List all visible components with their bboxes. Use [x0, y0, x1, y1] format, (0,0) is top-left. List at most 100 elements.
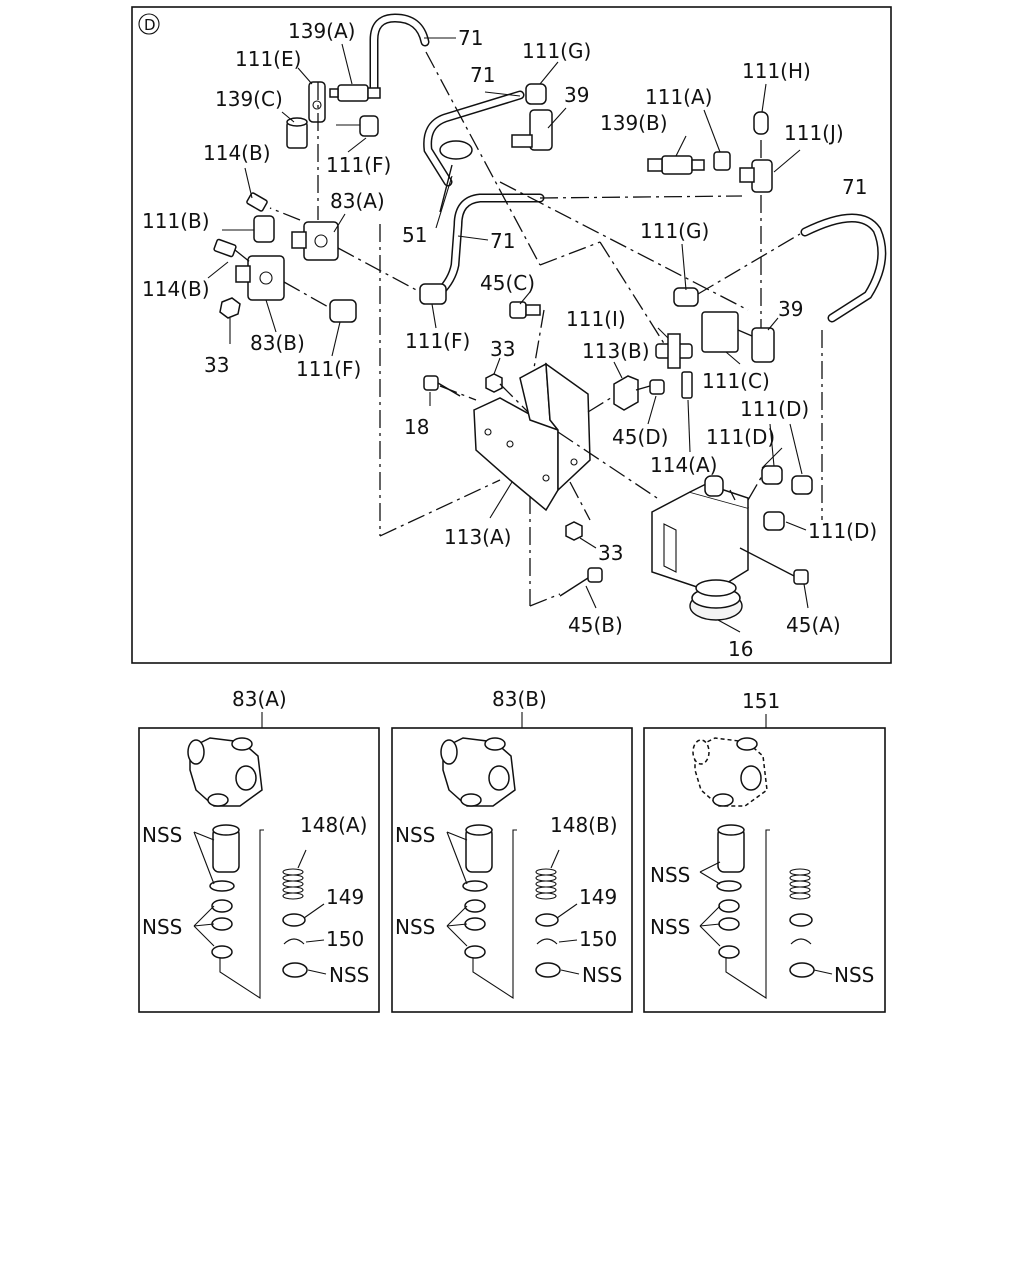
- detail-panel-83a: 83(A): [138, 687, 380, 1013]
- label-45b: 45(B): [568, 613, 623, 637]
- main-labels: 139(A) 71 111(E) 111(G) 71 139(C) 39 111…: [142, 19, 877, 661]
- label-18: 18: [404, 415, 429, 439]
- o-ring: [462, 880, 488, 892]
- fitting-114b-top: [246, 192, 268, 212]
- pipe-71-right: [800, 213, 887, 323]
- piston: [717, 824, 745, 873]
- label-150: 150: [579, 927, 617, 951]
- fitting-111g-top: [525, 83, 547, 105]
- detail-title: 83(A): [232, 687, 287, 711]
- washer-149: [282, 913, 306, 927]
- fitting-111f-mid: [419, 283, 447, 305]
- fitting-111c: [701, 311, 739, 353]
- label-111a: 111(A): [645, 85, 712, 109]
- label-114b-bot: 114(B): [142, 277, 210, 301]
- fitting-111b: [253, 215, 275, 243]
- label-111d-2: 111(D): [706, 425, 775, 449]
- piston: [465, 824, 493, 873]
- label-111h: 111(H): [742, 59, 811, 83]
- fitting-139b: [647, 155, 705, 175]
- fitting-111f-top: [336, 115, 379, 137]
- nut-33-b: [565, 521, 583, 541]
- fitting-139c: [286, 117, 308, 149]
- bolt-18: [423, 375, 461, 397]
- bracket-113a: [473, 362, 591, 512]
- detail-panel-83b: 83(B): [391, 687, 633, 1013]
- fitting-111a: [713, 151, 731, 171]
- detail-panel-151: 151: [643, 689, 886, 1013]
- spring: [282, 868, 304, 900]
- nss-mid: NSS: [650, 915, 690, 939]
- valve-83a: [291, 221, 339, 261]
- snap-ring-150: [536, 938, 558, 945]
- clamp-51: [439, 140, 473, 213]
- label-111j: 111(J): [784, 121, 844, 145]
- bolt-45d: [649, 379, 665, 395]
- view-marker: D: [144, 16, 156, 34]
- nut-33-a: [485, 373, 503, 393]
- fitting-114a: [681, 371, 693, 399]
- o-ring: [716, 880, 742, 892]
- fitting-39-mid: [751, 327, 775, 363]
- label-71-right: 71: [842, 175, 867, 199]
- fitting-111f-bot: [329, 299, 357, 323]
- detail-title: 83(B): [492, 687, 547, 711]
- label-111g-mid: 111(G): [640, 219, 709, 243]
- pipe-71-middle: [435, 193, 545, 297]
- label-150: 150: [326, 927, 364, 951]
- valve-body: [187, 737, 263, 807]
- label-139b: 139(B): [600, 111, 668, 135]
- label-71-top: 71: [458, 26, 483, 50]
- valve-83b: [235, 255, 285, 301]
- leader-lines: [207, 37, 809, 633]
- piston: [212, 824, 240, 873]
- fitting-111d-2: [791, 475, 813, 495]
- label-71-loop: 71: [470, 63, 495, 87]
- snap-ring: [790, 938, 812, 945]
- spring: [789, 868, 811, 900]
- label-33-a: 33: [490, 337, 515, 361]
- label-149: 149: [579, 885, 617, 909]
- detail-title: 151: [742, 689, 780, 713]
- label-111f-top: 111(F): [326, 153, 391, 177]
- spring-label: 148(B): [550, 813, 618, 837]
- label-45d: 45(D): [612, 425, 668, 449]
- bolt-45c: [509, 301, 541, 319]
- label-111g-top: 111(G): [522, 39, 591, 63]
- spring: [535, 868, 557, 900]
- view-marker-circle: [138, 13, 160, 35]
- bolt-45a: [739, 547, 809, 585]
- valve-body: [440, 737, 516, 807]
- label-51: 51: [402, 223, 427, 247]
- fitting-39-top: [511, 109, 553, 151]
- pipe-71-top: [369, 13, 430, 97]
- label-83b: 83(B): [250, 331, 305, 355]
- o-ring: [209, 880, 235, 892]
- label-111d-3: 111(D): [808, 519, 877, 543]
- fitting-111d-3: [763, 511, 785, 531]
- fitting-111i: [655, 333, 693, 369]
- snap-ring-150: [283, 938, 305, 945]
- main-diagram-frame: [131, 6, 892, 664]
- cap: [282, 962, 308, 978]
- label-33-left: 33: [204, 353, 229, 377]
- spring-label: 148(A): [300, 813, 367, 837]
- label-111d-1: 111(D): [740, 397, 809, 421]
- nss-mid: NSS: [395, 915, 435, 939]
- label-39-top: 39: [564, 83, 589, 107]
- nss-mid: NSS: [142, 915, 182, 939]
- fitting-111d-1: [761, 465, 783, 485]
- seal-stack: [718, 899, 740, 959]
- label-149: 149: [326, 885, 364, 909]
- washer: [789, 913, 813, 927]
- leveling-valve-16: [651, 475, 749, 621]
- bracket-113b: [613, 375, 639, 411]
- label-111b: 111(B): [142, 209, 210, 233]
- bolt-45b: [559, 567, 603, 597]
- nss-top: NSS: [395, 823, 435, 847]
- label-139a: 139(A): [288, 19, 355, 43]
- label-71-middle: 71: [490, 229, 515, 253]
- fitting-139a: [329, 84, 381, 102]
- label-113b: 113(B): [582, 339, 650, 363]
- label-111e: 111(E): [235, 47, 301, 71]
